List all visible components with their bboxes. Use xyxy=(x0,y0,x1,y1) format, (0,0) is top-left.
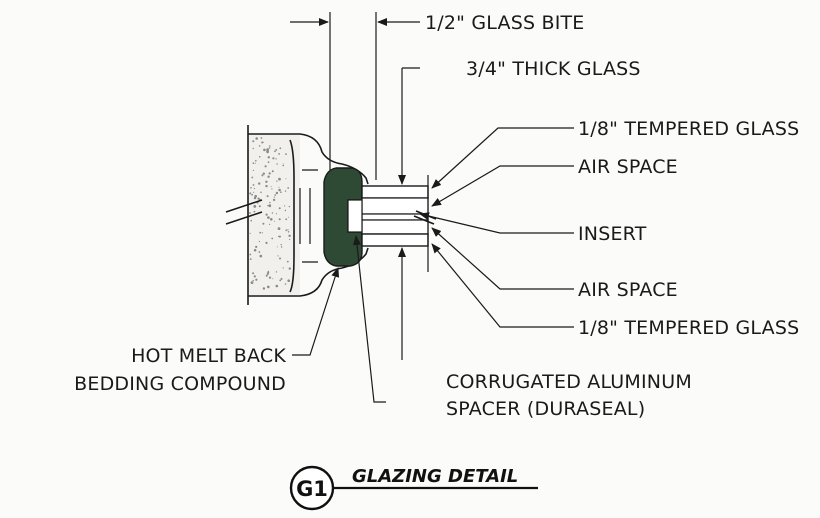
label-air-space-top: AIR SPACE xyxy=(578,156,678,178)
label-tempered-glass-bottom: 1/8" TEMPERED GLASS xyxy=(578,317,799,339)
label-insert: INSERT xyxy=(578,223,647,245)
label-hot-melt-line1: HOT MELT BACK xyxy=(131,345,286,367)
thick-glass-dimension xyxy=(398,67,429,360)
concrete-stipple xyxy=(249,137,291,290)
detail-title: G1 GLAZING DETAIL xyxy=(289,465,538,511)
detail-title-text: GLAZING DETAIL xyxy=(352,466,518,487)
label-tempered-glass-top: 1/8" TEMPERED GLASS xyxy=(578,118,799,140)
label-thick-glass: 3/4" THICK GLASS xyxy=(466,58,641,80)
frame-section xyxy=(225,125,369,305)
glass-bite-dimension xyxy=(290,12,420,180)
leader-lines xyxy=(292,127,574,403)
detail-tag: G1 xyxy=(296,477,328,501)
label-glass-bite: 1/2" GLASS BITE xyxy=(425,12,585,34)
label-spacer-line2: SPACER (DURASEAL) xyxy=(446,398,645,420)
label-spacer-line1: CORRUGATED ALUMINUM xyxy=(446,371,692,393)
label-hot-melt-line2: BEDDING COMPOUND xyxy=(74,373,286,395)
label-air-space-bottom: AIR SPACE xyxy=(578,279,678,301)
